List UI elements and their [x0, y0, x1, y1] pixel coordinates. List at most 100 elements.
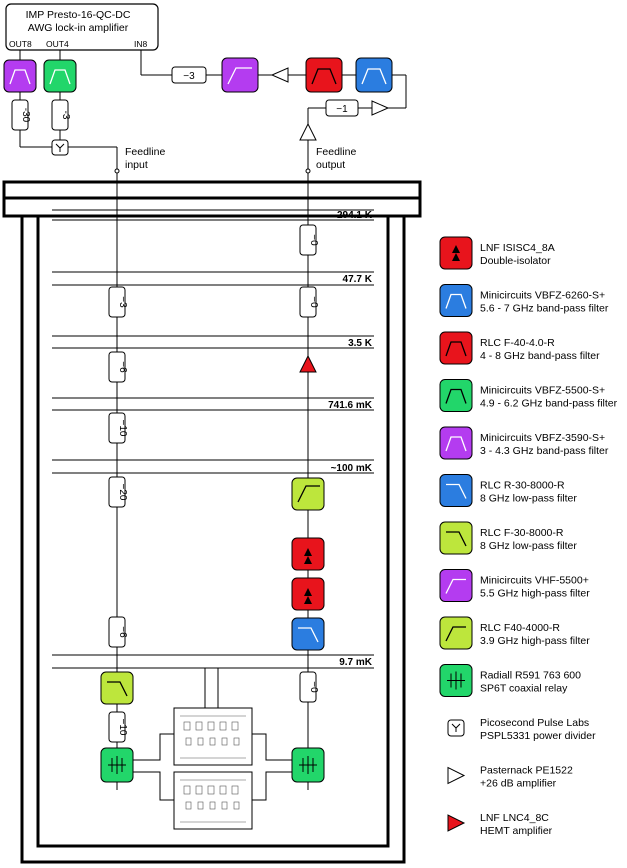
isolator-icon [439, 236, 473, 270]
cryostat-outline [2, 180, 422, 864]
legend-item-name: RLC F-30-8000-R [480, 527, 564, 539]
highpass-icon [439, 569, 473, 602]
port-in8-label: IN8 [134, 39, 148, 49]
legend-item-name: Minicircuits VHF-5500+ [480, 575, 589, 587]
legend-item-name: RLC F40-4000-R [480, 622, 560, 634]
feedline-input-connector [114, 168, 120, 174]
lowpass-icon [439, 521, 473, 555]
stage-label-3k: 3.5 K [348, 338, 373, 349]
stage-label-47k: 47.7 K [343, 274, 373, 285]
attenuator-out-294k: −0 [299, 224, 319, 256]
attenuator-in-741mk-value: −10 [117, 420, 128, 437]
bandpass-icon [439, 284, 473, 317]
output-relay [291, 747, 325, 783]
legend-item: RLC F-40-4.0-R4 - 8 GHz band-pass filter [439, 331, 600, 365]
stage-label-9mk: 9.7 mK [339, 657, 373, 668]
port-out4-label: OUT4 [46, 39, 69, 49]
attenuator-in-741mk: −10 [108, 412, 128, 444]
attenuator-out-mxc: −0 [299, 671, 319, 703]
output-isolator-1 [291, 537, 325, 571]
legend-item-name: RLC R-30-8000-R [480, 480, 565, 492]
attenuator-out-mxc-value: −0 [308, 681, 319, 693]
legend-item: Pasternack PE1522+26 dB amplifier [447, 765, 573, 790]
legend-item-description: 4.9 - 6.2 GHz band-pass filter [480, 398, 618, 410]
amplifier-icon [447, 766, 466, 785]
hemt-amplifier [299, 354, 317, 373]
out8-bandpass-filter [3, 59, 37, 93]
attenuator-in-mxc: −10 [108, 711, 128, 743]
relay-icon [439, 664, 473, 697]
legend-item-name: LNF LNC4_8C [480, 812, 549, 824]
room-amplifier-1 [270, 67, 289, 83]
feedline-output-label-2: output [316, 159, 345, 171]
input-lowpass-filter [100, 671, 134, 705]
divider-icon [447, 719, 465, 737]
instrument-type: AWG lock-in amplifier [28, 22, 129, 34]
room-amplifier-3 [299, 122, 317, 141]
legend-item-name: Minicircuits VBFZ-6260-S+ [480, 290, 605, 302]
room-red-bandpass-filter [305, 57, 343, 93]
lowpass-icon [439, 474, 473, 507]
sample-chip-1 [173, 707, 253, 766]
feedline-output-connector [305, 168, 311, 174]
input-relay [100, 747, 134, 783]
feedline-output-label-1: Feedline [316, 146, 356, 158]
legend-item: Minicircuits VHF-5500+5.5 GHz high-pass … [439, 569, 590, 602]
attenuator-in-bottom: −6 [108, 616, 128, 648]
legend-item: RLC F40-4000-R3.9 GHz high-pass filter [439, 616, 590, 650]
feedline-input-label-1: Feedline [125, 146, 165, 158]
stage-plates [52, 209, 374, 669]
legend-item-description: 8 GHz low-pass filter [480, 540, 577, 552]
legend-item-description: 3 - 4.3 GHz band-pass filter [480, 445, 609, 457]
legend-item-description: 4 - 8 GHz band-pass filter [480, 350, 600, 362]
legend-item: RLC F-30-8000-R8 GHz low-pass filter [439, 521, 577, 555]
output-isolator-2 [291, 577, 325, 611]
highpass-icon [439, 616, 473, 650]
bandpass-icon [439, 379, 473, 412]
legend-item-description: HEMT amplifier [480, 825, 553, 837]
attenuator-in-100mk: −20 [108, 476, 128, 508]
in8-highpass-filter [221, 57, 259, 93]
attenuator-in-100mk-value: −20 [117, 484, 128, 501]
legend-item-name: Radiall R591 763 600 [480, 670, 581, 682]
bandpass-icon [439, 331, 473, 365]
sample-wiring [133, 668, 292, 801]
attenuator-out8-value: -30 [20, 108, 31, 123]
legend-item-description: SP6T coaxial relay [480, 683, 568, 695]
legend-item-description: 3.9 GHz high-pass filter [480, 635, 590, 647]
feedline-input-label-2: input [125, 159, 148, 171]
hemt-icon [447, 814, 466, 832]
attenuator-in8: −3 [171, 66, 207, 84]
room-temperature-wiring [19, 50, 407, 170]
attenuator-out-47k: −0 [299, 286, 319, 318]
stage-label-294k: 294.1 K [337, 210, 373, 221]
attenuator-in-47k-value: −3 [117, 296, 128, 308]
out4-bandpass-filter [43, 59, 77, 93]
attenuator-in-mxc-value: −10 [117, 719, 128, 736]
attenuator-out-47k-value: −0 [308, 296, 319, 308]
legend: LNF ISISC4_8ADouble-isolatorMinicircuits… [439, 236, 618, 837]
bandpass-icon [439, 426, 473, 460]
attenuator-out4: -3 [51, 99, 71, 131]
stage-label-100mk: ~100 mK [331, 463, 373, 474]
legend-item-name: Picosecond Pulse Labs [480, 717, 589, 729]
attenuator-out8: -30 [11, 99, 31, 131]
sample-chip-2 [173, 771, 253, 830]
attenuator-in-bottom-value: −6 [117, 626, 128, 638]
room-amplifier-2 [371, 100, 390, 116]
legend-item-name: Minicircuits VBFZ-5500-S+ [480, 385, 605, 397]
power-divider [51, 139, 69, 156]
legend-item: Minicircuits VBFZ-5500-S+4.9 - 6.2 GHz b… [439, 379, 618, 412]
legend-item-name: Minicircuits VBFZ-3590-S+ [480, 432, 605, 444]
legend-item-description: +26 dB amplifier [480, 778, 557, 790]
legend-item: RLC R-30-8000-R8 GHz low-pass filter [439, 474, 577, 507]
attenuator-in8-value: −3 [183, 71, 195, 82]
attenuator-return: −1 [325, 99, 359, 117]
instrument-name: IMP Presto-16-QC-DC [26, 9, 131, 21]
